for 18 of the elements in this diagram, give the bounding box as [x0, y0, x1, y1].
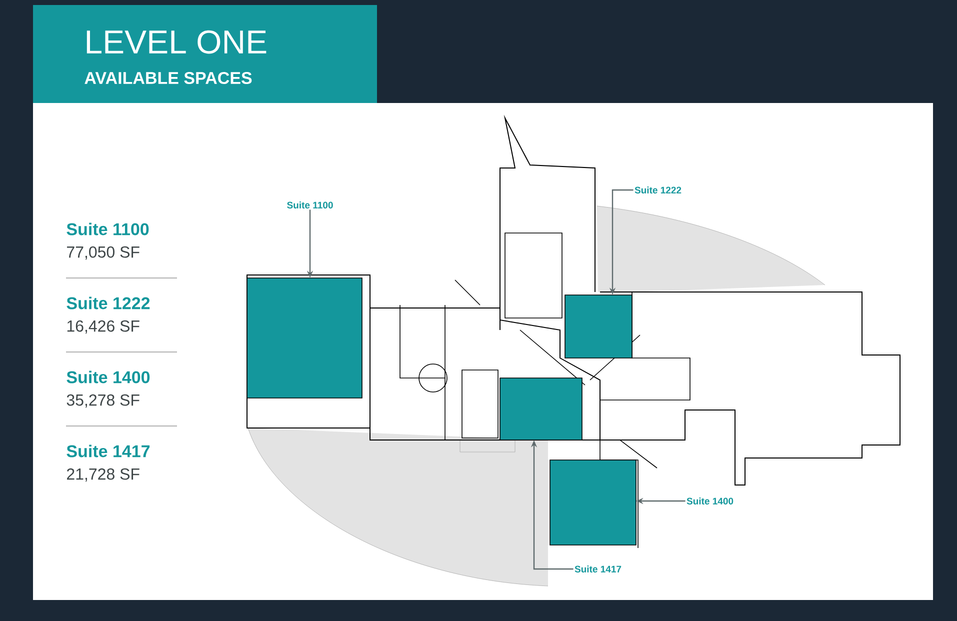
suite-name: Suite 1222 [66, 296, 150, 310]
suite-area [246, 278, 362, 398]
suite-area: 21,728 SF [67, 468, 140, 482]
suite-area: 35,278 SF [66, 394, 140, 408]
title: LEVEL ONE [86, 30, 266, 54]
suite-area [500, 378, 582, 440]
suite-name: Suite 1417 [66, 444, 150, 458]
subtitle: AVAILABLE SPACES [84, 72, 252, 84]
suite-area: 77,050 SF [67, 246, 140, 260]
suite-label: Suite 1100 [287, 202, 333, 208]
suite-area [564, 294, 632, 358]
suite-label: Suite 1417 [574, 566, 622, 572]
suite-name: Suite 1100 [66, 222, 149, 236]
suite-label: Suite 1400 [686, 498, 734, 504]
suite-area: 16,426 SF [67, 320, 140, 334]
suite-label: Suite 1222 [634, 186, 682, 194]
suite-area [550, 460, 636, 546]
suite-name: Suite 1400 [66, 370, 150, 384]
